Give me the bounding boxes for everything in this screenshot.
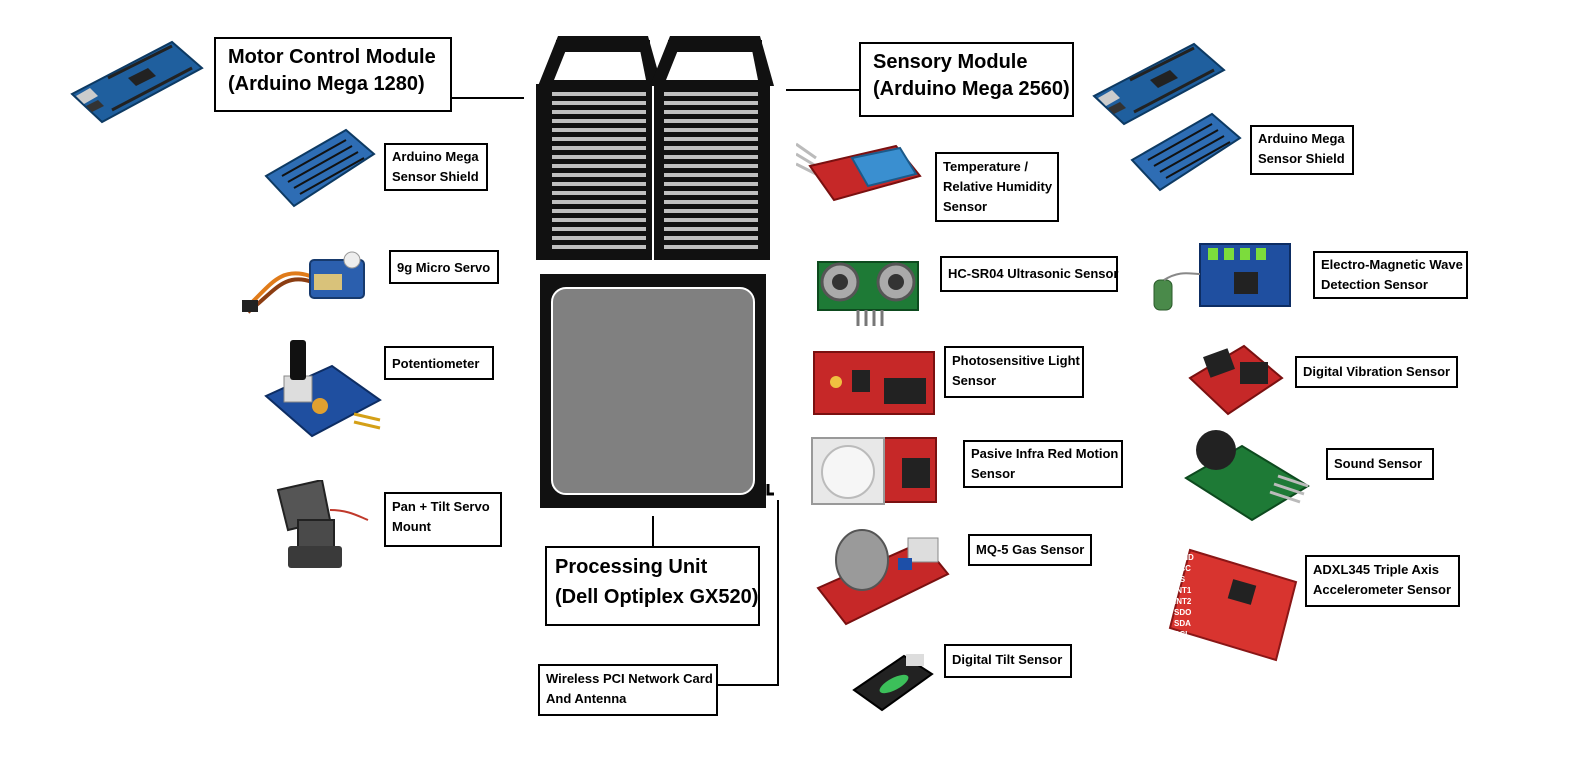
tilt-sensor-icon: [852, 654, 934, 712]
label-line: Sensor: [943, 199, 988, 214]
sound-sensor-icon: [1184, 430, 1310, 522]
pan-tilt-mount-icon: [276, 480, 369, 568]
label-line: ADXL345 Triple Axis: [1313, 562, 1439, 577]
right-sensor-shield-label: Arduino Mega Sensor Shield: [1250, 125, 1354, 175]
sensory-module-title: Sensory Module: [873, 51, 1028, 73]
label-line: Temperature /: [943, 159, 1029, 174]
pin-label: SCL: [1174, 630, 1190, 639]
label-line: Photosensitive Light: [952, 353, 1080, 368]
ultrasonic-sensor-label: HC-SR04 Ultrasonic Sensor: [940, 256, 1119, 292]
light-sensor-icon: [813, 351, 935, 415]
processing-unit-title: Processing Unit: [555, 556, 708, 578]
pin-label-group: GND VCC CS INT1 INT2 SDO SDA SCL: [1174, 553, 1194, 639]
light-sensor-label: Photosensitive Light Sensor: [944, 346, 1084, 398]
processing-unit-label: Processing Unit (Dell Optiplex GX520): [545, 546, 760, 626]
em-wave-sensor-icon: [1153, 243, 1291, 311]
vibration-sensor-icon: [1188, 344, 1284, 416]
sensor-shield-left-icon: [264, 128, 376, 208]
arduino-mega-board-left-icon: [70, 40, 204, 124]
label-line: Pasive Infra Red Motion: [971, 446, 1119, 461]
label-line: Sensor Shield: [392, 169, 479, 184]
pin-label: SDO: [1174, 608, 1191, 617]
hardware-stack-drawing: [536, 36, 774, 508]
motor-control-tower: [536, 36, 662, 260]
processing-unit-subtitle: (Dell Optiplex GX520): [555, 586, 759, 608]
label-line: Detection Sensor: [1321, 277, 1428, 292]
sensory-module-label: Sensory Module (Arduino Mega 2560): [859, 42, 1074, 117]
label-line: Sensor Shield: [1258, 151, 1345, 166]
accelerometer-label: ADXL345 Triple Axis Accelerometer Sensor: [1305, 555, 1460, 607]
label-line: MQ-5 Gas Sensor: [976, 542, 1085, 557]
label-line: Arduino Mega: [392, 149, 479, 164]
motor-control-module-label: Motor Control Module (Arduino Mega 1280): [214, 37, 452, 112]
label-line: Accelerometer Sensor: [1313, 582, 1452, 597]
label-line: Digital Vibration Sensor: [1303, 364, 1451, 379]
micro-servo-icon: [242, 251, 365, 314]
processing-unit-monitor: [540, 274, 774, 508]
label-line: Mount: [392, 519, 431, 534]
gas-sensor-icon: [816, 529, 950, 626]
accelerometer-icon: GND VCC CS INT1 INT2 SDO SDA SCL: [1168, 548, 1298, 662]
label-line: Electro-Magnetic Wave: [1321, 257, 1463, 272]
pir-motion-sensor-icon: [811, 437, 937, 505]
label-line: HC-SR04 Ultrasonic Sensor: [948, 266, 1119, 281]
motor-connector-line: [450, 97, 524, 99]
left-sensor-shield-label: Arduino Mega Sensor Shield: [384, 143, 488, 191]
label-line: Wireless PCI Network Card: [546, 671, 713, 686]
antenna-vertical-line: [777, 500, 779, 686]
processing-connector-line: [652, 516, 654, 546]
sensory-module-subtitle: (Arduino Mega 2560): [873, 78, 1070, 100]
label-line: Potentiometer: [392, 356, 480, 371]
label-line: Relative Humidity: [943, 179, 1053, 194]
vibration-sensor-label: Digital Vibration Sensor: [1295, 356, 1458, 388]
pin-label: INT2: [1174, 597, 1192, 606]
sensory-tower: [650, 36, 774, 260]
sound-sensor-label: Sound Sensor: [1326, 448, 1434, 480]
label-line: 9g Micro Servo: [397, 260, 491, 275]
pin-label: VCC: [1174, 564, 1191, 573]
label-line: Sound Sensor: [1334, 456, 1423, 471]
motor-module-subtitle: (Arduino Mega 1280): [228, 73, 425, 95]
motor-module-title: Motor Control Module: [228, 46, 436, 68]
temperature-humidity-sensor-icon: [796, 142, 922, 202]
pir-motion-sensor-label: Pasive Infra Red Motion Sensor: [963, 440, 1123, 488]
label-line: Sensor: [971, 466, 1016, 481]
ultrasonic-sensor-icon: [817, 261, 919, 326]
label-line: Pan + Tilt Servo: [392, 499, 490, 514]
pin-label: GND: [1176, 553, 1194, 562]
em-wave-sensor-label: Electro-Magnetic Wave Detection Sensor: [1313, 251, 1468, 299]
temperature-humidity-label: Temperature / Relative Humidity Sensor: [935, 152, 1059, 222]
gas-sensor-label: MQ-5 Gas Sensor: [968, 534, 1092, 566]
micro-servo-label: 9g Micro Servo: [389, 250, 499, 284]
label-line: Digital Tilt Sensor: [952, 652, 1063, 667]
potentiometer-label: Potentiometer: [384, 346, 494, 380]
sensory-connector-line: [786, 89, 860, 91]
sensor-shield-right-icon: [1130, 112, 1242, 192]
label-line: And Antenna: [546, 691, 627, 706]
pin-label: INT1: [1174, 586, 1192, 595]
pin-label: CS: [1174, 575, 1186, 584]
pan-tilt-mount-label: Pan + Tilt Servo Mount: [384, 492, 502, 547]
arduino-mega-board-right-icon: [1092, 42, 1226, 126]
antenna-horizontal-line: [716, 684, 779, 686]
wireless-network-card-label: Wireless PCI Network Card And Antenna: [538, 664, 718, 716]
potentiometer-icon: [264, 340, 382, 438]
tilt-sensor-label: Digital Tilt Sensor: [944, 644, 1072, 678]
pin-label: SDA: [1174, 619, 1191, 628]
label-line: Arduino Mega: [1258, 131, 1345, 146]
label-line: Sensor: [952, 373, 997, 388]
